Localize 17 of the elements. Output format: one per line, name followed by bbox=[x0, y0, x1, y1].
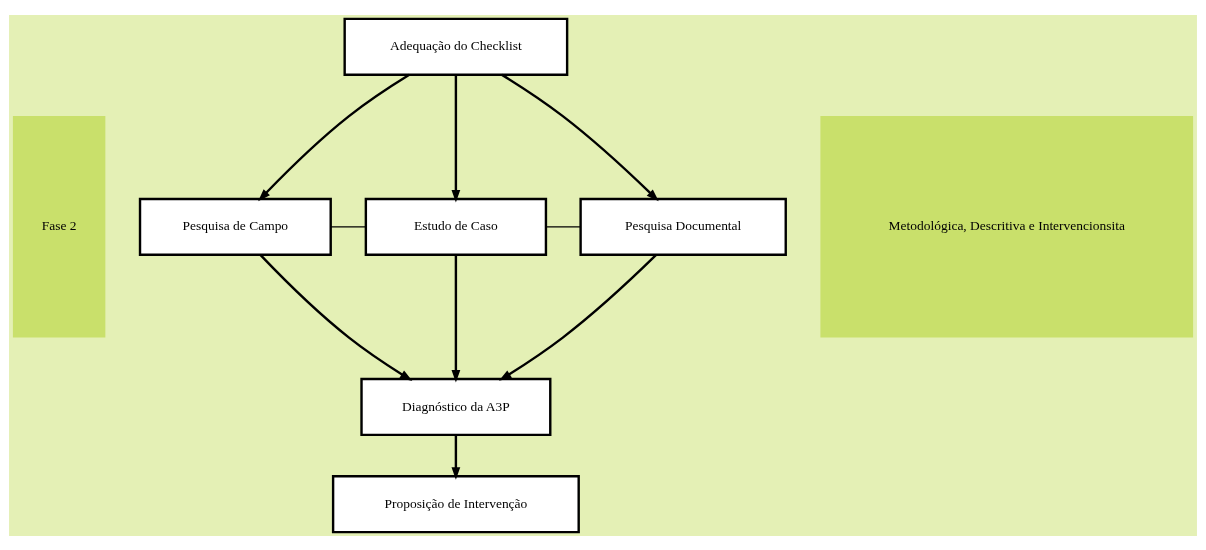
node-box: Metodológica, Descritiva e Intervencionsita bbox=[820, 115, 1194, 338]
node-box: Fase 2 bbox=[12, 115, 106, 338]
node-box: Pesquisa de Campo bbox=[138, 197, 332, 256]
connector bbox=[545, 225, 582, 227]
arrow bbox=[498, 253, 657, 381]
arrow bbox=[451, 74, 461, 203]
node-box: Diagnóstico da A3P bbox=[360, 377, 552, 436]
arrow bbox=[451, 434, 461, 480]
connector bbox=[330, 225, 367, 227]
node-box: Proposição de Intervenção bbox=[331, 474, 580, 533]
arrow bbox=[259, 253, 413, 381]
arrow bbox=[451, 254, 461, 383]
node-box: Estudo de Caso bbox=[364, 197, 548, 256]
arrow bbox=[258, 73, 410, 201]
node-box: Adequação do Checklist bbox=[343, 17, 569, 76]
arrow bbox=[501, 73, 659, 201]
node-box: Pesquisa Documental bbox=[579, 197, 787, 256]
